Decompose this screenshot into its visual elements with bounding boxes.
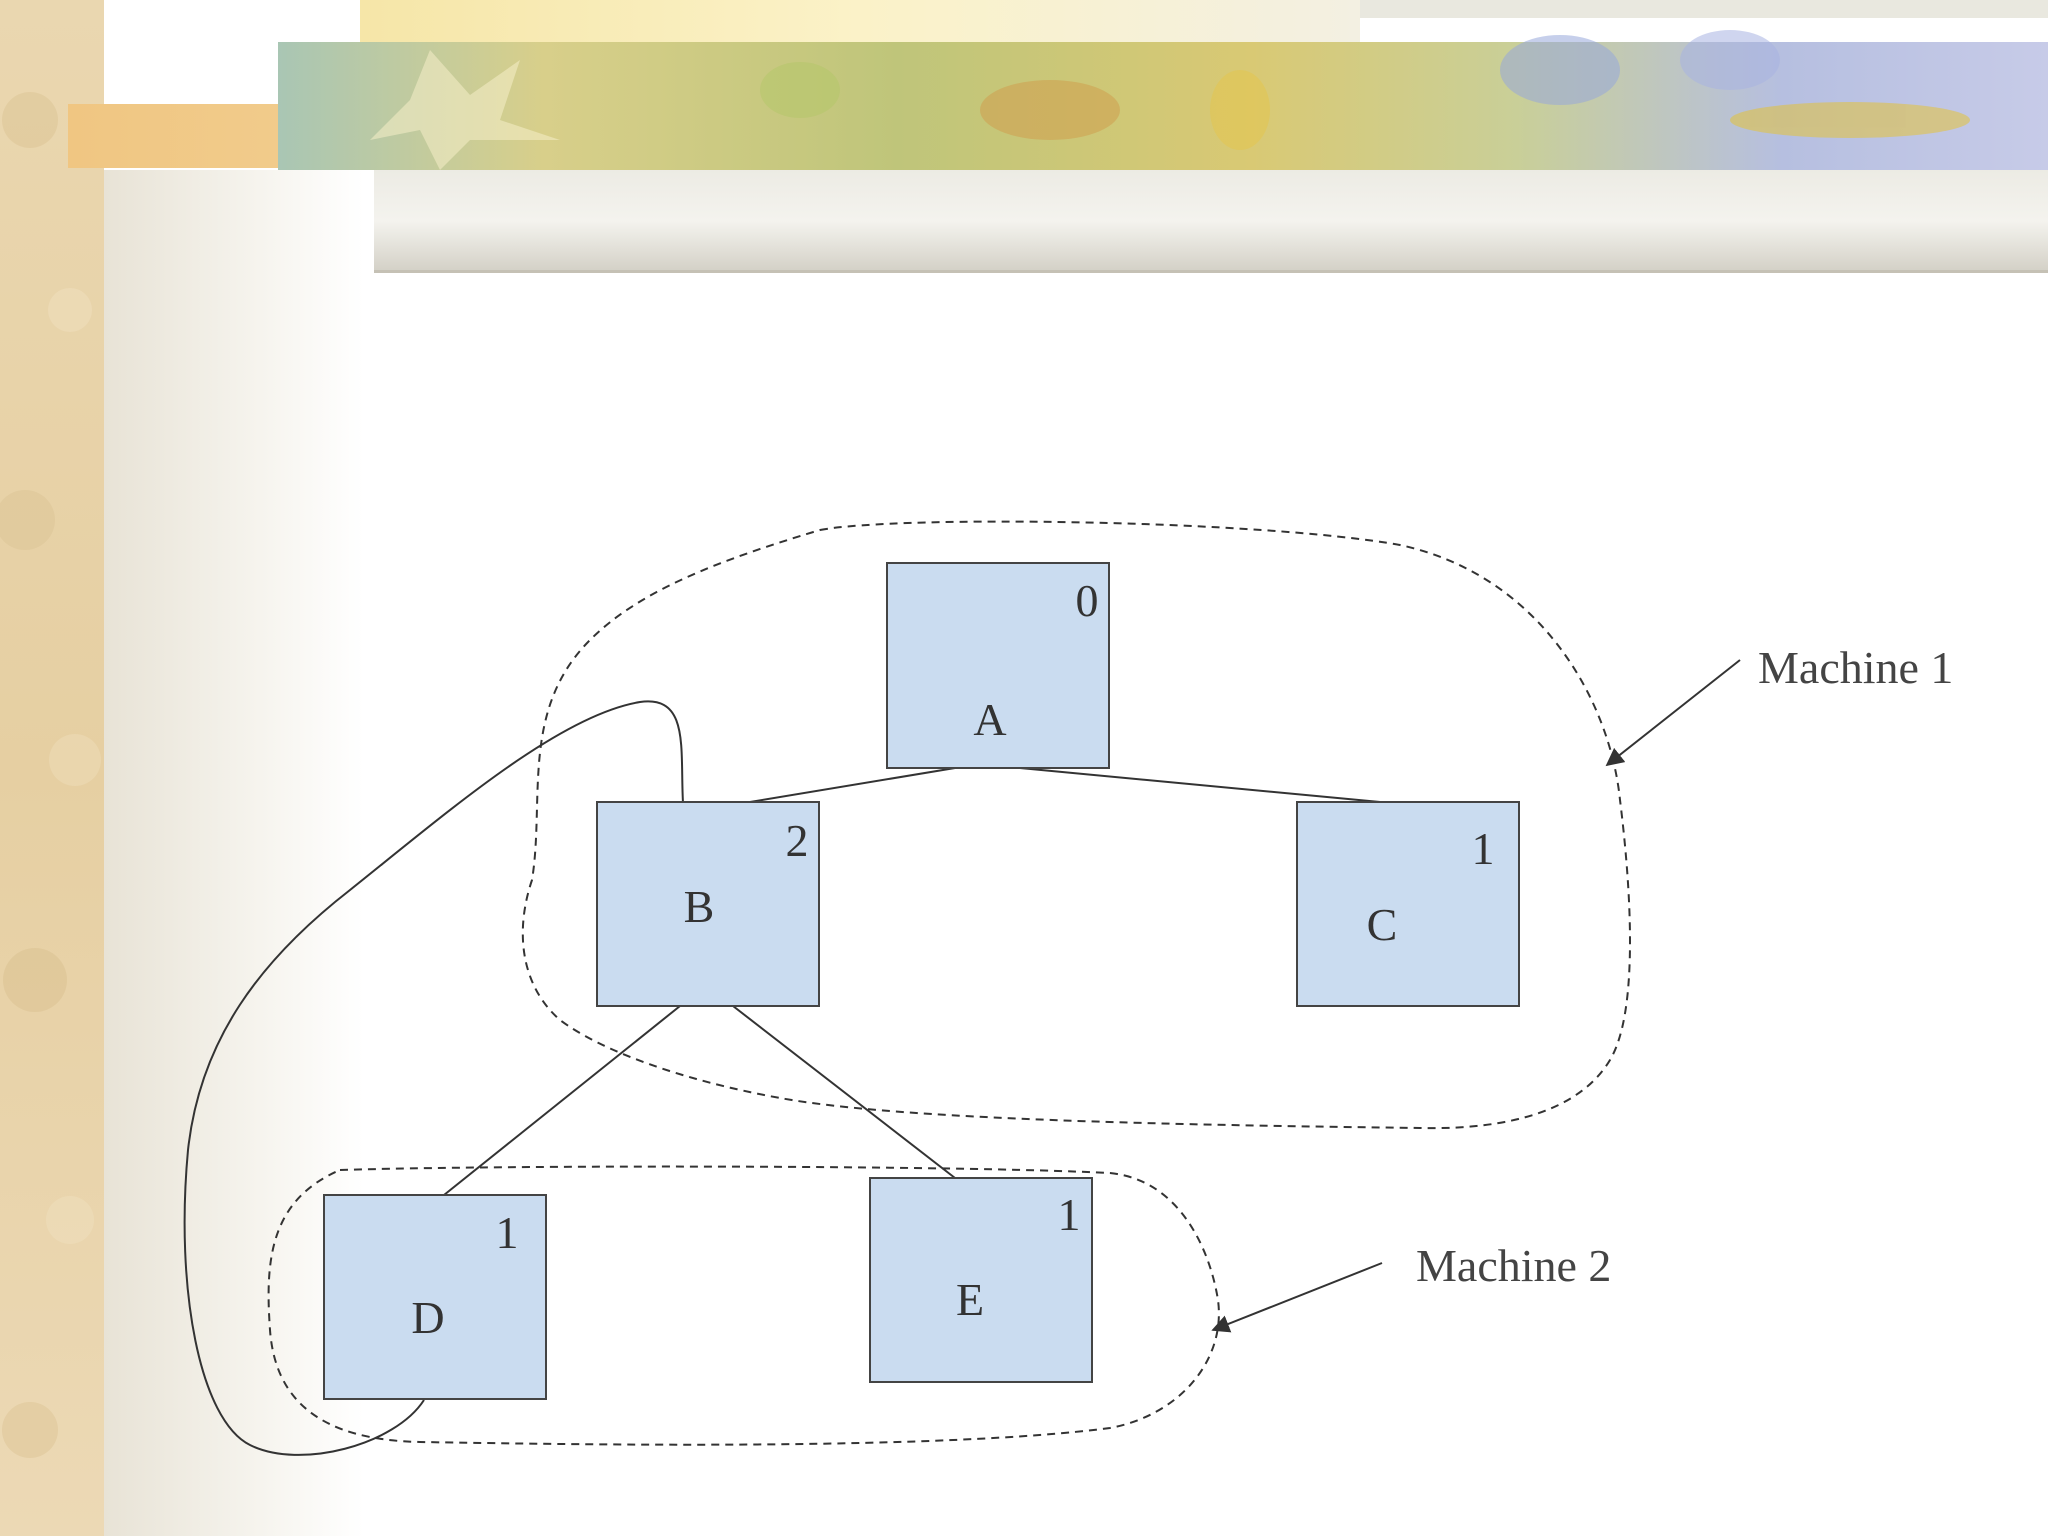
machine-1-arrow (1605, 659, 1741, 767)
node-a-count: 0 (1076, 575, 1099, 626)
node-b-label: B (684, 881, 715, 932)
texture-blotches (0, 92, 101, 1458)
node-a-label: A (973, 694, 1006, 745)
top-light-band (1360, 0, 2048, 18)
machine-1-boundary (521, 520, 1631, 1130)
node-d-label: D (411, 1292, 444, 1343)
node-c-count: 1 (1472, 823, 1495, 874)
node-d-count: 1 (496, 1207, 519, 1258)
edge-b-d (443, 1005, 681, 1196)
node-e[interactable]: 1 E (869, 1177, 1093, 1383)
top-glow-band (360, 0, 1360, 45)
title-plate-shadow (374, 270, 2048, 273)
banner-leaves (370, 30, 1970, 170)
machine-2-arrow (1211, 1262, 1383, 1333)
node-c-label: C (1367, 899, 1398, 950)
left-texture-strip (0, 0, 104, 1536)
machine-2-boundary (267, 1165, 1220, 1446)
back-link-curve (183, 700, 684, 1456)
edge-a-c (1019, 767, 1381, 803)
node-a[interactable]: 0 A (886, 562, 1110, 769)
node-b[interactable]: 2 B (596, 801, 820, 1007)
left-fade-panel (104, 170, 364, 1536)
machine-1-label: Machine 1 (1758, 642, 1953, 693)
title-plate (374, 170, 2048, 272)
node-c[interactable]: 1 C (1296, 801, 1520, 1007)
node-d[interactable]: 1 D (323, 1194, 547, 1400)
edge-a-b (749, 767, 956, 803)
machine-2-label: Machine 2 (1416, 1240, 1611, 1291)
node-b-count: 2 (786, 815, 809, 866)
node-e-count: 1 (1058, 1189, 1081, 1240)
node-e-label: E (956, 1274, 984, 1325)
edge-b-e (732, 1005, 956, 1179)
